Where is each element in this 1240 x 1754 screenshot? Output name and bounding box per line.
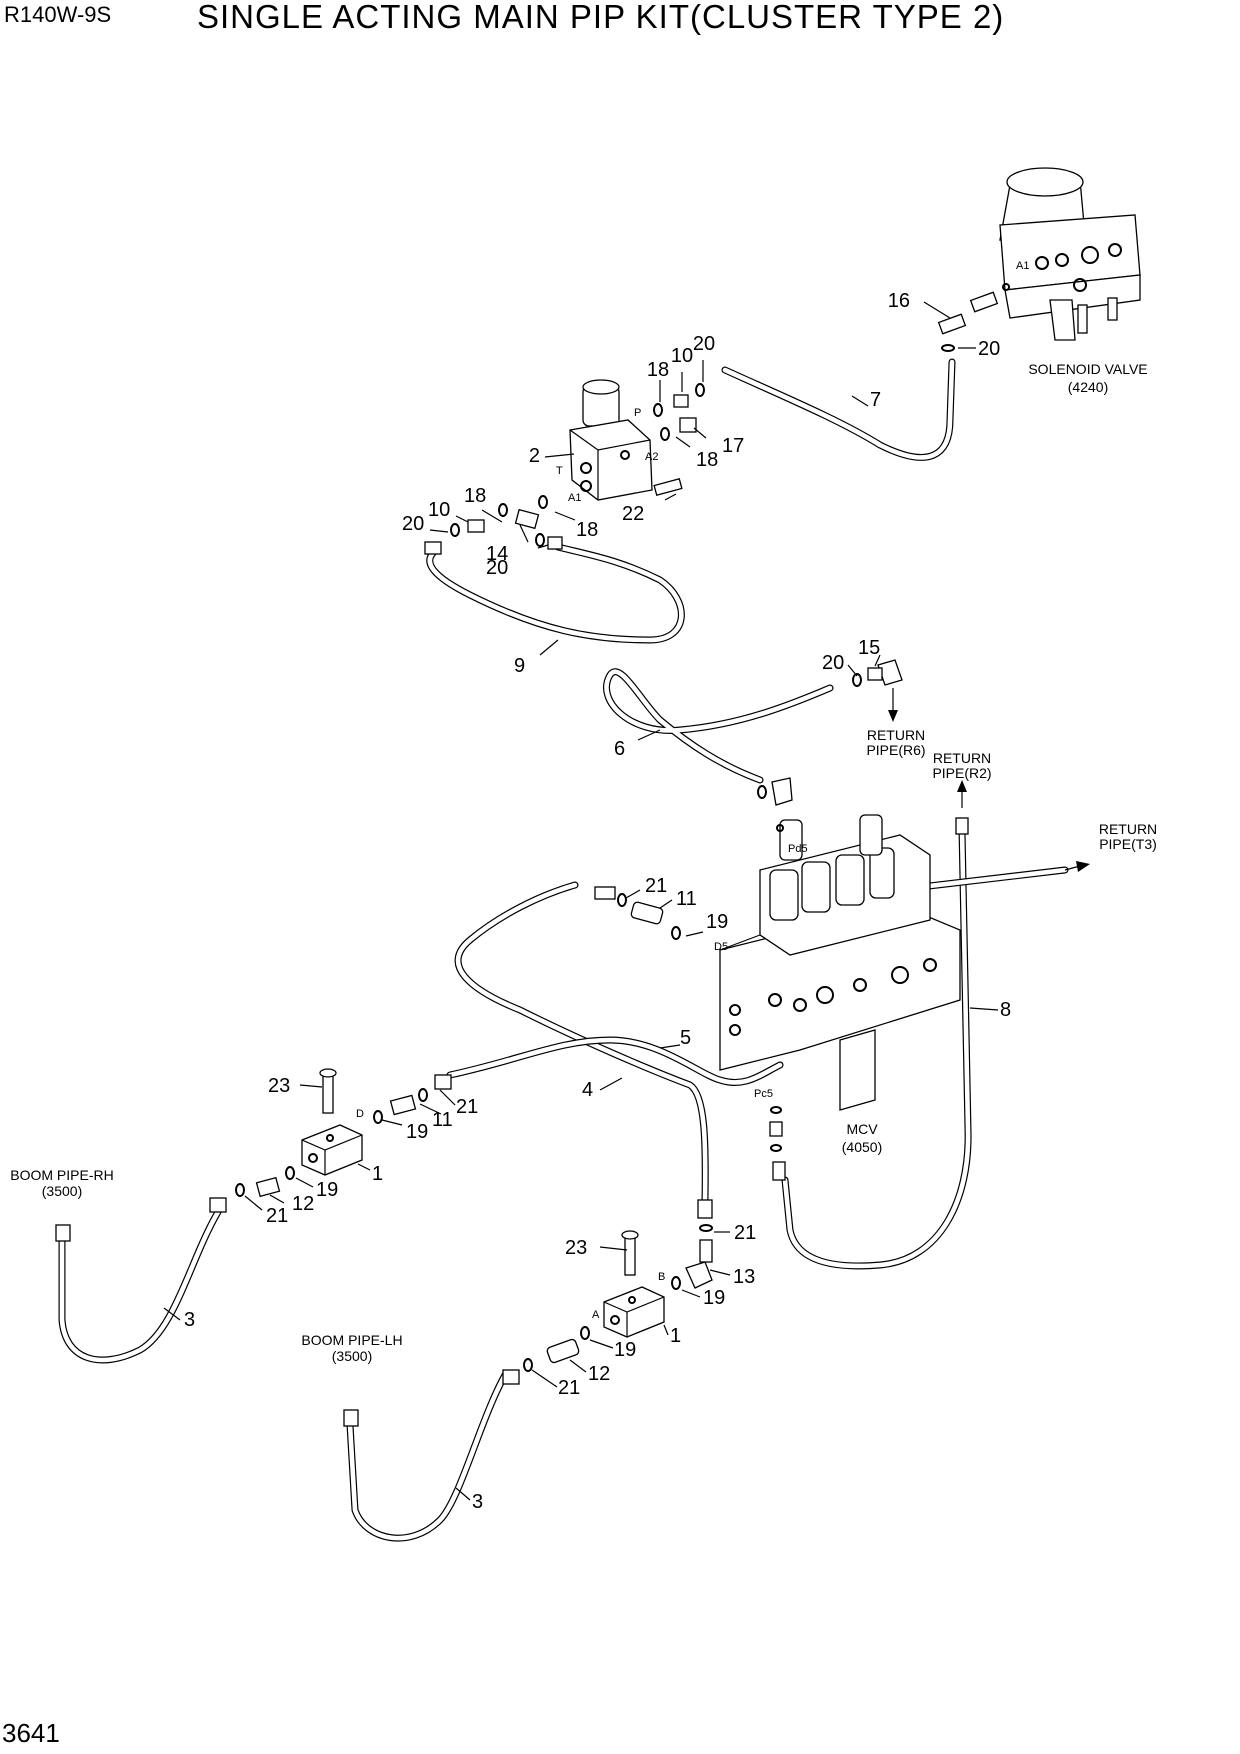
- fittings-valve-2: [424, 383, 705, 555]
- port-d5: D5: [714, 941, 728, 953]
- return-t3-line2: PIPE(T3): [1099, 836, 1157, 852]
- callout-19: 19: [316, 1179, 338, 1201]
- callout-19: 19: [614, 1339, 636, 1361]
- port-a2: A2: [645, 451, 658, 463]
- callout-23: 23: [268, 1075, 290, 1097]
- fitting-16: [937, 283, 1010, 335]
- boom-rh-line2: (3500): [42, 1183, 82, 1199]
- callout-20: 20: [822, 652, 844, 674]
- callout-18: 18: [696, 449, 718, 471]
- port-b: B: [658, 1271, 665, 1283]
- port-pc5: Pc5: [754, 1088, 773, 1100]
- port-t: T: [556, 465, 563, 477]
- fittings-d5: [594, 886, 681, 940]
- callout-19: 19: [706, 911, 728, 933]
- fittings-block-1-d: [55, 1074, 452, 1242]
- callout-7: 7: [870, 389, 881, 411]
- callout-21: 21: [266, 1205, 288, 1227]
- port-a: A: [592, 1309, 600, 1321]
- callout-10: 10: [671, 345, 693, 367]
- callout-3: 3: [184, 1309, 195, 1331]
- return-r2-line2: PIPE(R2): [932, 765, 991, 781]
- return-t3-arrow: [1064, 861, 1090, 872]
- return-r6-line2: PIPE(R6): [866, 742, 925, 758]
- callout-12: 12: [292, 1193, 314, 1215]
- page-title: SINGLE ACTING MAIN PIP KIT(CLUSTER TYPE …: [197, 0, 1005, 35]
- boom-lh-line1: BOOM PIPE-LH: [301, 1332, 402, 1348]
- boom-rh-line1: BOOM PIPE-RH: [10, 1167, 113, 1183]
- block-1-d: [301, 1068, 363, 1176]
- callout-21: 21: [558, 1377, 580, 1399]
- callout-19: 19: [703, 1287, 725, 1309]
- callout-18: 18: [576, 519, 598, 541]
- callout-21: 21: [456, 1096, 478, 1118]
- hose-3-rh: [58, 1208, 222, 1364]
- elbow-15: [852, 659, 903, 722]
- callout-12: 12: [588, 1363, 610, 1385]
- port-a1-valve: A1: [568, 492, 581, 504]
- callout-22: 22: [622, 503, 644, 525]
- callout-6: 6: [614, 738, 625, 760]
- callout-18: 18: [647, 359, 669, 381]
- callout-20: 20: [402, 513, 424, 535]
- fittings-block-1-ab: [343, 1199, 713, 1427]
- model-code: R140W-9S: [4, 2, 112, 27]
- return-r6-line1: RETURN: [867, 727, 925, 743]
- callout-3: 3: [472, 1491, 483, 1513]
- hose-6: [603, 668, 834, 784]
- hose-7: [721, 358, 956, 461]
- callout-11: 11: [676, 888, 697, 910]
- boom-lh-line2: (3500): [332, 1348, 372, 1364]
- callout-11: 11: [432, 1109, 453, 1131]
- callout-5: 5: [680, 1027, 691, 1049]
- callout-15: 15: [858, 637, 880, 659]
- return-r2-line1: RETURN: [933, 750, 991, 766]
- return-r2-arrow: [955, 780, 969, 835]
- leader-lines: [163, 301, 999, 1501]
- solenoid-valve-label: SOLENOID VALVE: [1028, 361, 1147, 377]
- callout-20: 20: [486, 557, 508, 579]
- callout-17: 17: [722, 435, 744, 457]
- hose-3-lh: [346, 1371, 509, 1542]
- callout-8: 8: [1000, 999, 1011, 1021]
- callout-23: 23: [565, 1237, 587, 1259]
- callout-10: 10: [428, 499, 450, 521]
- callout-2: 2: [529, 445, 540, 467]
- mcv-4050: [719, 814, 961, 1111]
- port-p: P: [634, 407, 641, 419]
- callout-14: 14: [486, 543, 508, 565]
- callout-4: 4: [582, 1079, 593, 1101]
- o-ring-20: [941, 344, 955, 352]
- callout-21: 21: [734, 1222, 756, 1244]
- callout-1: 1: [372, 1163, 383, 1185]
- port-d: D: [356, 1108, 364, 1120]
- hose-8: [781, 826, 972, 1270]
- block-1-ab: [603, 1230, 665, 1338]
- port-pd5: Pd5: [788, 843, 808, 855]
- callout-18: 18: [464, 485, 486, 507]
- mcv-ref: (4050): [842, 1139, 882, 1155]
- callout-1: 1: [670, 1325, 681, 1347]
- return-t3-line1: RETURN: [1099, 821, 1157, 837]
- callout-16: 16: [888, 290, 910, 312]
- mcv-fittings: [757, 777, 793, 1181]
- hose-4: [454, 881, 709, 1204]
- hose-9: [426, 543, 685, 644]
- callout-19: 19: [406, 1121, 428, 1143]
- page-number: 3641: [2, 1718, 60, 1748]
- solenoid-valve-4240: [999, 167, 1141, 341]
- valve-2: [569, 379, 653, 501]
- callout-9: 9: [514, 655, 525, 677]
- hose-5: [446, 1036, 784, 1086]
- callout-21: 21: [645, 875, 667, 897]
- callout-20: 20: [693, 333, 715, 355]
- callout-13: 13: [733, 1266, 755, 1288]
- port-a1-solenoid: A1: [1016, 260, 1029, 272]
- callout-20: 20: [978, 338, 1000, 360]
- solenoid-valve-ref: (4240): [1068, 379, 1108, 395]
- mcv-label: MCV: [846, 1121, 878, 1137]
